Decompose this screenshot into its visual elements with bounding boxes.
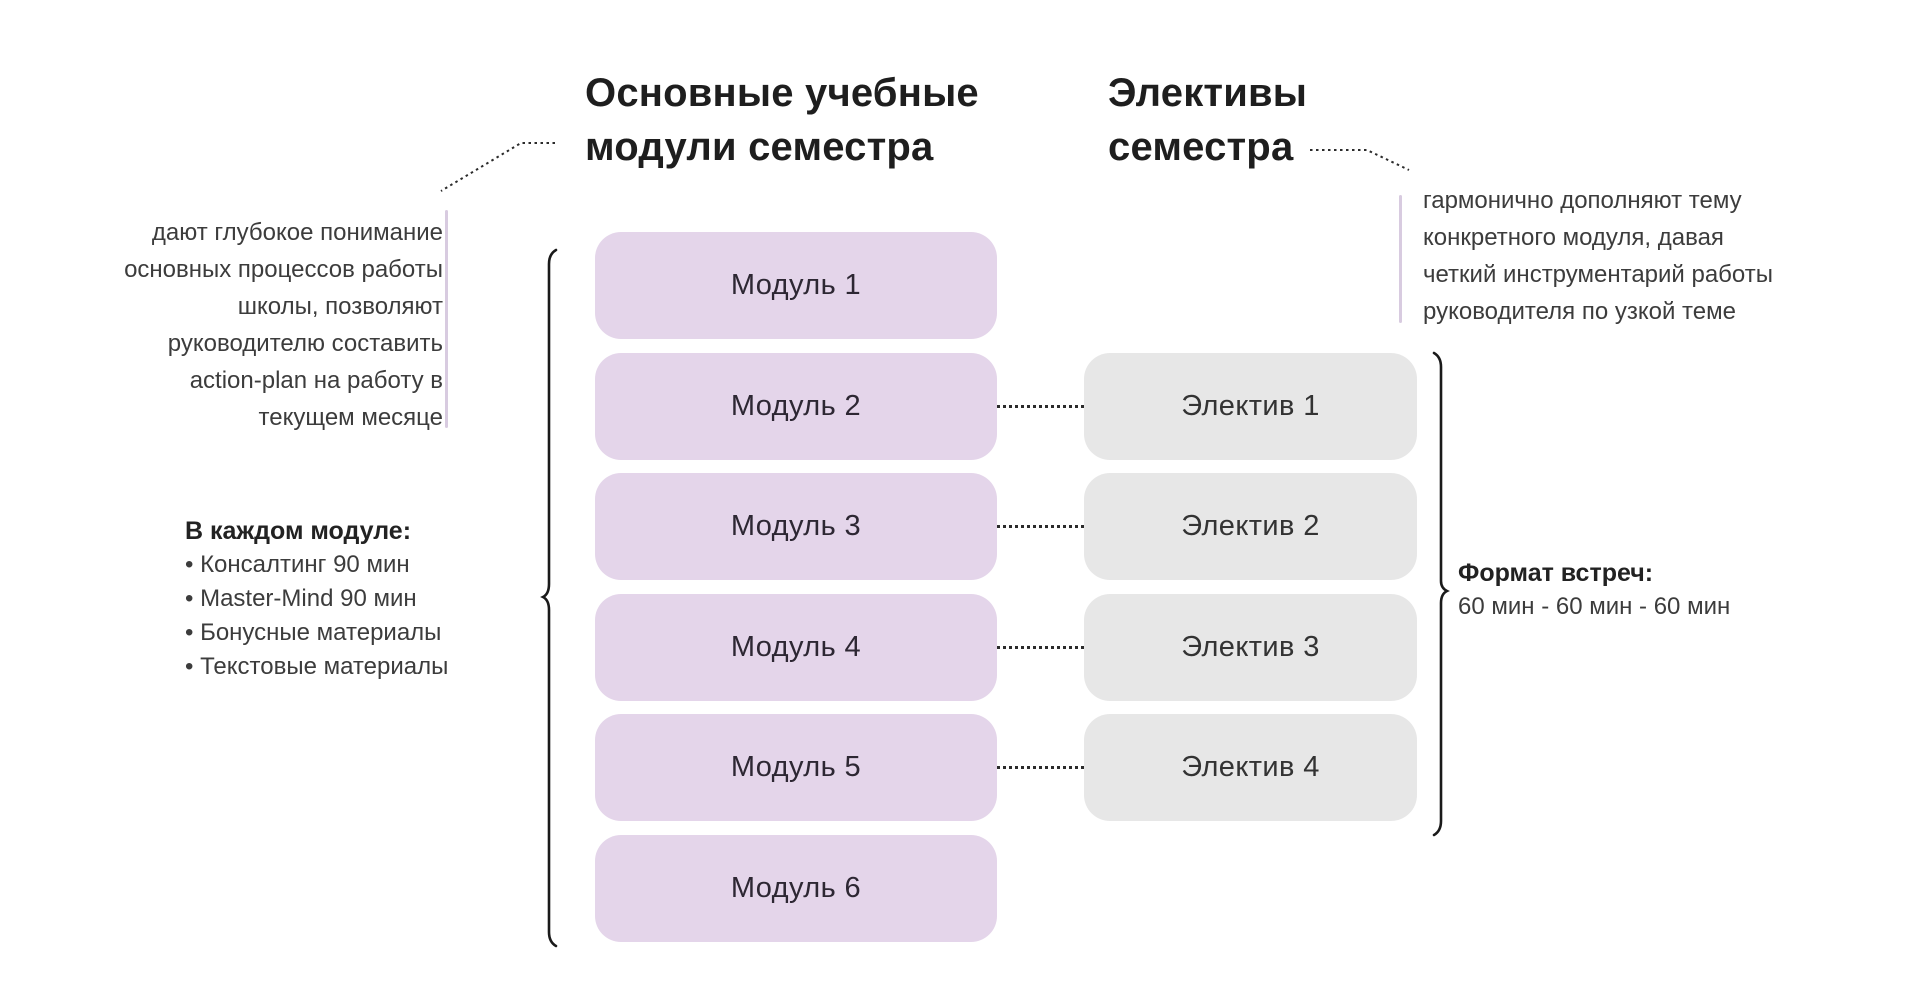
module-contents-item: • Текстовые материалы — [185, 653, 449, 680]
modules-note: дают глубокое понимание основных процесс… — [83, 214, 443, 436]
module-box-5: Модуль 5 — [595, 714, 997, 821]
module-contents-item: • Master-Mind 90 мин — [185, 585, 417, 612]
connector-module2-elective1 — [997, 405, 1084, 408]
module-box-1: Модуль 1 — [595, 232, 997, 339]
elective-box-1: Электив 1 — [1084, 353, 1417, 460]
electives-note: гармонично дополняют тему конкретного мо… — [1423, 182, 1853, 330]
module-contents-item: • Бонусные материалы — [185, 619, 442, 646]
modules-title-callout-line — [440, 142, 555, 192]
elective-label: Электив 4 — [1181, 751, 1320, 783]
electives-bracket — [1432, 351, 1450, 837]
meeting-format-value: 60 мин - 60 мин - 60 мин — [1458, 593, 1731, 620]
module-label: Модуль 4 — [730, 631, 862, 663]
electives-title-line1: Элективы — [1108, 71, 1308, 115]
electives-title-callout-line — [1310, 149, 1410, 171]
modules-note-rule — [445, 210, 448, 428]
elective-label: Электив 2 — [1181, 510, 1320, 542]
modules-note-line: основных процессов работы — [124, 256, 443, 283]
modules-note-line: дают глубокое понимание — [151, 219, 443, 246]
module-box-6: Модуль 6 — [595, 835, 997, 942]
connector-module4-elective3 — [997, 646, 1084, 649]
module-label: Модуль 2 — [730, 390, 862, 422]
meeting-format-block: Формат встреч: 60 мин - 60 мин - 60 мин — [1458, 556, 1730, 624]
meeting-format-heading: Формат встреч: — [1458, 559, 1654, 587]
electives-note-line: конкретного модуля, давая — [1423, 224, 1724, 251]
elective-label: Электив 3 — [1181, 631, 1320, 663]
modules-title-line2: модули семестра — [585, 125, 934, 169]
electives-column-title: Элективы семестра — [1108, 66, 1307, 174]
module-box-4: Модуль 4 — [595, 594, 997, 701]
module-label: Модуль 1 — [730, 269, 862, 301]
module-label: Модуль 6 — [730, 872, 862, 904]
modules-bracket — [540, 248, 558, 948]
elective-label: Электив 1 — [1181, 390, 1320, 422]
modules-note-line: школы, позволяют — [237, 293, 443, 320]
module-box-3: Модуль 3 — [595, 473, 997, 580]
modules-title-line1: Основные учебные — [585, 71, 979, 115]
modules-note-line: action-plan на работу в — [189, 367, 443, 394]
elective-box-3: Электив 3 — [1084, 594, 1417, 701]
module-box-2: Модуль 2 — [595, 353, 997, 460]
modules-note-line: текущем месяце — [258, 404, 444, 431]
electives-note-line: гармонично дополняют тему — [1423, 187, 1742, 214]
connector-module5-elective4 — [997, 766, 1084, 769]
module-contents-item: • Консалтинг 90 мин — [185, 551, 410, 578]
electives-title-line2: семестра — [1108, 125, 1294, 169]
module-label: Модуль 5 — [730, 751, 862, 783]
modules-note-line: руководителю составить — [167, 330, 443, 357]
electives-note-line: руководителя по узкой теме — [1423, 298, 1736, 325]
elective-box-2: Электив 2 — [1084, 473, 1417, 580]
module-label: Модуль 3 — [730, 510, 862, 542]
connector-module3-elective2 — [997, 525, 1084, 528]
elective-box-4: Электив 4 — [1084, 714, 1417, 821]
module-contents-block: В каждом модуле: • Консалтинг 90 мин • M… — [185, 514, 448, 684]
electives-note-rule — [1399, 195, 1402, 323]
module-contents-heading: В каждом модуле: — [185, 517, 412, 545]
modules-column-title: Основные учебные модули семестра — [585, 66, 979, 174]
electives-note-line: четкий инструментарий работы — [1423, 261, 1773, 288]
